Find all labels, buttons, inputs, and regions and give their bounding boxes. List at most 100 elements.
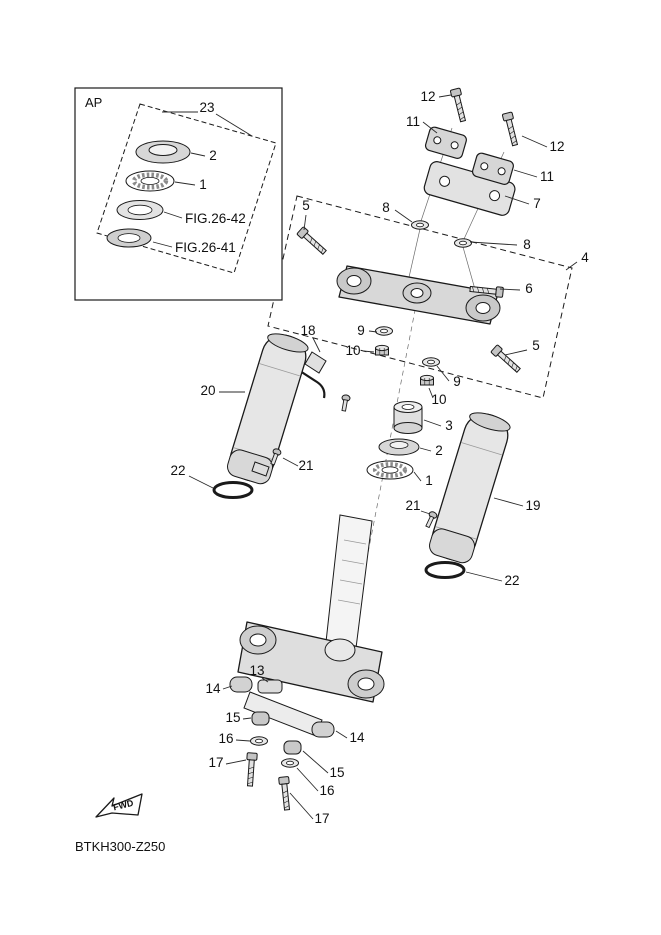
callout-2: 2 (209, 148, 217, 163)
callout-22: 22 (504, 573, 519, 588)
callout-20: 20 (200, 383, 215, 398)
leader-line (190, 152, 206, 157)
callout-10: 10 (345, 343, 360, 358)
callout-16: 16 (319, 783, 334, 798)
leader-line (242, 717, 252, 720)
leader-line (152, 241, 173, 248)
inset-ap: AP (74, 87, 283, 301)
leader-line (513, 169, 538, 178)
callout-14: 14 (349, 730, 365, 745)
callout-1: 1 (199, 177, 207, 192)
callout-FIG.26-41: FIG.26-41 (175, 240, 236, 255)
callout-7: 7 (533, 196, 541, 211)
leader-line (436, 365, 450, 382)
steering-damper-assembly (229, 676, 335, 811)
part-15-collar-left (251, 711, 270, 726)
leader-line (423, 419, 442, 427)
callout-14: 14 (205, 681, 221, 696)
figure-code: BTKH300-Z250 (75, 839, 165, 854)
part-12-bolt-left (449, 87, 469, 123)
inset-ap-border (74, 87, 283, 301)
callout-13: 13 (249, 663, 264, 678)
leader-line (394, 209, 413, 223)
part-16-washer-left (250, 736, 268, 746)
part-14-damper-left (229, 676, 253, 693)
callout-5: 5 (532, 338, 540, 353)
leader-line (282, 457, 299, 467)
callout-19: 19 (525, 498, 540, 513)
part-22-oring-left (212, 481, 254, 499)
callout-3: 3 (445, 418, 453, 433)
leader-line (303, 214, 307, 231)
leader-line (362, 350, 375, 353)
part-11-holder-left (424, 126, 467, 159)
leader-line (565, 261, 578, 271)
callout-11: 11 (406, 114, 420, 129)
callout-16: 16 (218, 731, 233, 746)
part-10-nut-left (375, 344, 389, 356)
part-1-bearing-inset (125, 170, 175, 192)
leader-line (163, 211, 183, 219)
part-8-washer-right (454, 238, 472, 248)
part-upper-crown (336, 265, 501, 325)
part-3-stem-cover (393, 401, 423, 434)
callout-9: 9 (453, 374, 461, 389)
leader-line (296, 767, 319, 792)
callout-5: 5 (302, 198, 310, 213)
part-2-dust-cap-main (378, 438, 420, 456)
callout-17: 17 (208, 755, 223, 770)
fwd-arrow: FWD (95, 793, 143, 818)
leader-line (312, 337, 321, 353)
callout-21: 21 (298, 458, 313, 473)
part-14-damper-right (311, 721, 335, 738)
part-16-washer-right (281, 758, 299, 768)
leader-line (261, 677, 269, 683)
callout-9: 9 (357, 323, 365, 338)
callout-8: 8 (382, 200, 390, 215)
part-9-washer-right (422, 357, 440, 367)
callout-10: 10 (431, 392, 446, 407)
leader-line (289, 792, 314, 820)
part-22-oring-right (424, 561, 466, 579)
leader-line (504, 349, 528, 356)
steering-stem-assembly (237, 514, 385, 703)
part-7-upper-holder (423, 161, 516, 216)
part-10-nut-right (420, 374, 434, 386)
callout-11: 11 (540, 169, 554, 184)
fork-tab-left (251, 461, 270, 477)
fwd-label: FWD (112, 798, 135, 813)
part-11-holder-right (471, 152, 514, 185)
callout-15: 15 (329, 765, 344, 780)
leader-line (419, 447, 432, 452)
part-2-dust-cap-inset (135, 140, 191, 164)
callout-6: 6 (525, 281, 533, 296)
leader-line (499, 288, 521, 291)
part-5-bolt-right (490, 344, 523, 375)
leader-line (188, 475, 214, 489)
callout-15: 15 (225, 710, 240, 725)
leader-line (428, 387, 434, 399)
inset-ap-label: AP (85, 95, 102, 110)
callout-21: 21 (405, 498, 420, 513)
leader-line (493, 497, 524, 507)
part-1-bearing-main (366, 460, 414, 480)
part-bearing-race-fig2642 (116, 200, 164, 220)
part-15-collar-right (283, 740, 302, 755)
leader-line (368, 330, 378, 333)
leader-line (504, 195, 530, 205)
leader-line (521, 135, 548, 148)
leader-line (422, 121, 438, 134)
leader-line (335, 730, 348, 739)
callout-2: 2 (435, 443, 443, 458)
leader-line (302, 750, 329, 774)
part-dust-seal-fig2641 (106, 228, 152, 248)
leader-line (222, 685, 233, 690)
part-9-washer-left (375, 326, 393, 336)
part-19-fork-tube-right (426, 408, 514, 566)
leader-line (420, 510, 431, 515)
callout-layer: 1211121178854659109101832120212219212213… (152, 89, 589, 826)
callout-12: 12 (549, 139, 564, 154)
leader-line (438, 94, 452, 98)
